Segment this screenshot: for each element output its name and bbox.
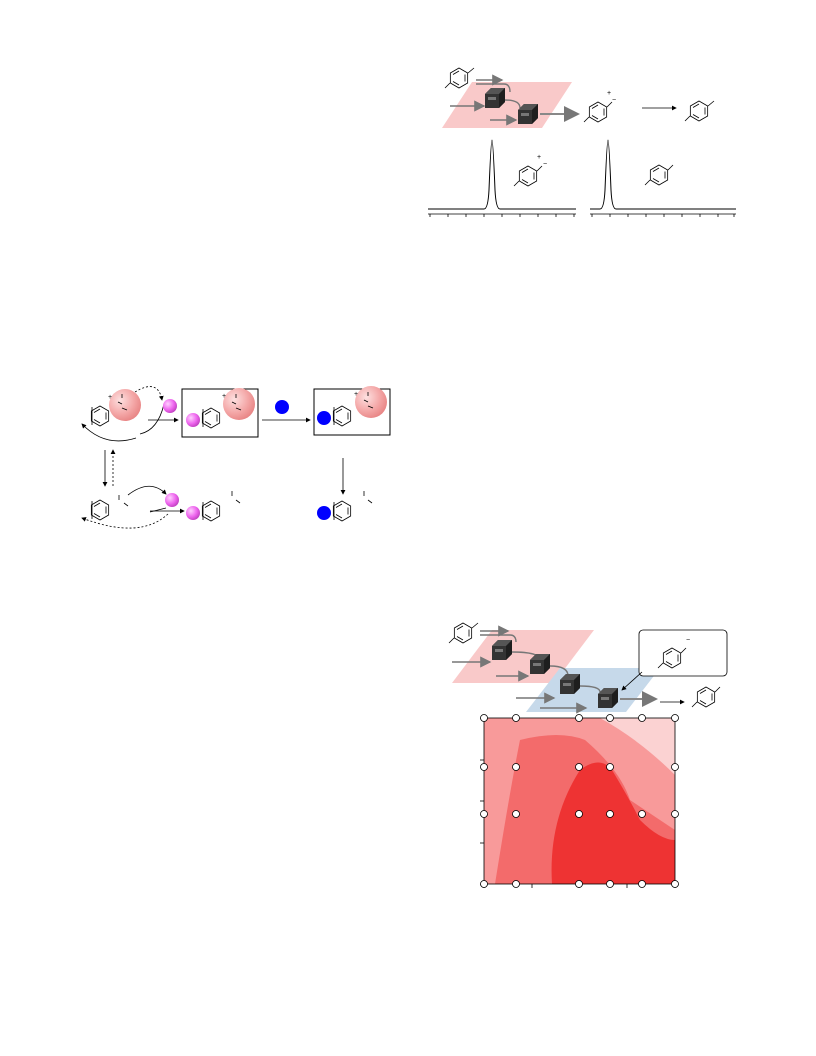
anion-intermediate-structure: + − [583,90,616,123]
spectrum-right-structure [644,164,674,186]
flow-reactor-2 [518,104,538,124]
arene-catalyst-complex-1: + [81,386,165,442]
tolyl-reagent-structure [444,67,475,89]
free-arene-1 [81,485,169,529]
flow-reactor-6 [598,688,618,708]
contour-map [480,714,679,888]
minus-charge-label: − [612,97,616,104]
product-structure [684,100,715,122]
reagent-sphere-magenta-2 [165,493,179,507]
boxed-intermediate-1: + [181,388,259,438]
reagent-sphere-blue [275,400,289,414]
intermediate-callout-box: − [621,629,728,691]
flow-nmr-panel: + − + − [428,67,736,217]
svg-text:+: + [222,393,226,400]
flow-reactor-4 [530,654,550,674]
catalytic-scheme-panel: + + [81,386,391,529]
svg-text:−: − [686,637,690,644]
flow-optimization-panel: − [448,622,728,888]
flow-reactor-1 [485,88,505,108]
catalyst-sphere [109,389,141,421]
flow-reactor-3 [492,640,512,660]
flow-plane-blue [526,668,660,712]
spectrum-left-structure: + − [513,154,547,187]
svg-text:+: + [108,394,112,401]
reagent-sphere-magenta [163,399,177,413]
tolyl-reagent-structure-2 [448,622,479,644]
sample-points [480,714,679,888]
feed-line-1 [476,74,511,93]
plus-charge-label: + [607,90,611,97]
product-blue [317,491,373,522]
flow-reactor-5 [560,674,580,694]
svg-text:+: + [537,154,541,161]
svg-text:+: + [354,391,358,398]
svg-text:−: − [543,161,547,168]
nmr-spectrum-right [590,139,736,217]
boxed-intermediate-2: + [313,386,391,436]
product-magenta [186,491,241,522]
nmr-spectrum-left: + − [428,139,576,217]
flow-plane-pink [442,82,572,128]
product-structure-2 [691,686,721,708]
flow-plane-pink-2 [452,630,594,683]
